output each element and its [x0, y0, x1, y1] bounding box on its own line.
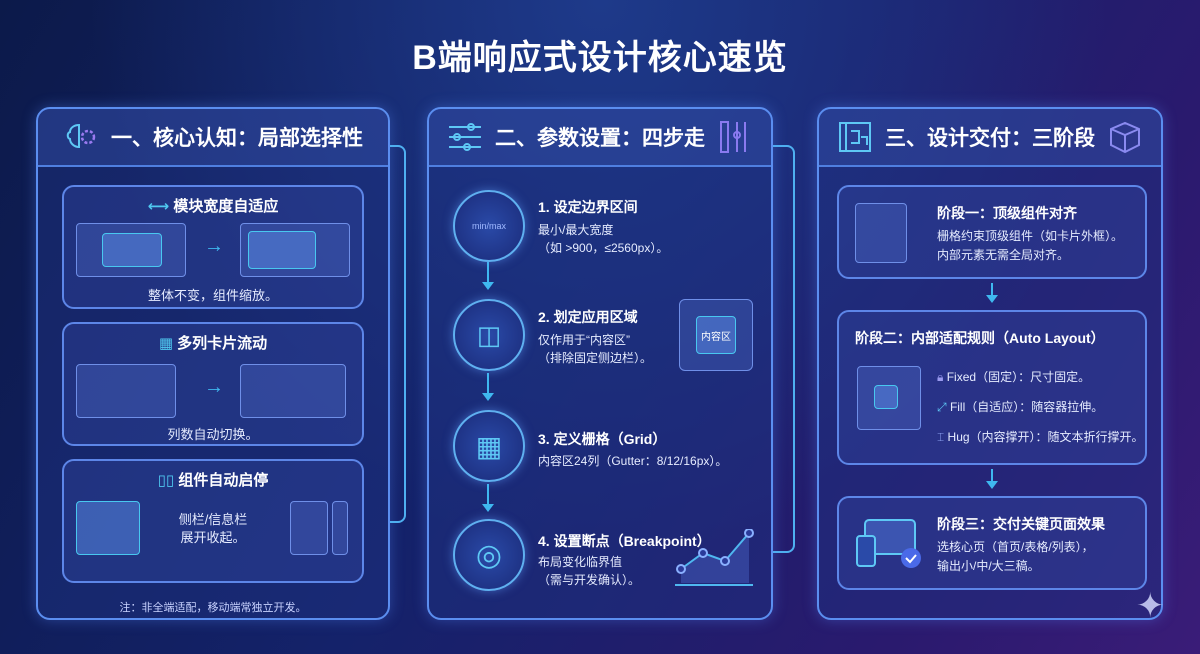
breakpoint-chart-icon — [675, 529, 754, 586]
card-title: 组件自动启停 — [178, 472, 269, 489]
panel-header: 二、参数设置：四步走 — [429, 109, 771, 167]
card-caption: 整体不变，组件缩放。 — [147, 288, 278, 303]
connector-2-3 — [773, 145, 795, 553]
step-desc: 布局变化临界值 — [538, 555, 623, 569]
panel-header: 一、核心认知：局部选择性 — [38, 109, 388, 167]
grid-ruler-icon — [855, 203, 907, 263]
card-multi-column: ▦ 多列卡片流动 → 列数自动切换。 — [62, 322, 364, 446]
devices-check-icon — [856, 519, 921, 568]
auto-layout-icon — [857, 366, 921, 430]
rule-fixed: 🔒︎ Fixed（固定）：尺寸固定。 — [937, 370, 1091, 384]
panel-delivery: 三、设计交付：三阶段 阶段一：顶级组件对齐 栅格约束顶级组件（如卡片外框）。 内… — [817, 107, 1163, 620]
stage-desc: 栅格约束顶级组件（如卡片外框）。 — [937, 229, 1124, 243]
ruler-icon — [720, 121, 746, 153]
expand-icon: ⤢ — [937, 400, 950, 414]
step-desc: 仅作用于“内容区” — [538, 333, 630, 347]
card-title: 多列卡片流动 — [177, 335, 268, 352]
target-icon: ◎ — [453, 519, 525, 591]
card-width-adaptive: ⟷ 模块宽度自适应 → 整体不变，组件缩放。 — [62, 185, 364, 309]
boundary-icon: min/max — [453, 190, 525, 262]
arrow-right-icon: → — [204, 376, 224, 398]
step-desc: 内容区24列（Gutter：8/12/16px）。 — [538, 454, 728, 468]
panel-parameters: 二、参数设置：四步走 min/max 1. 设定边界区间 最小/最大宽度 （如 … — [427, 107, 773, 620]
card-caption-2: 展开收起。 — [180, 530, 246, 545]
step-desc: （需与开发确认）。 — [538, 573, 641, 587]
rule-hug: ⌶ Hug（内容撑开）：随文本折行撑开。 — [937, 430, 1144, 444]
step-desc: （如 >900，≤2560px）。 — [538, 241, 669, 255]
step-desc: 最小/最大宽度 — [538, 223, 614, 237]
stage-3: 阶段三：交付关键页面效果 选核心页（首页/表格/列表）， 输出小/中/大三稿。 — [837, 496, 1147, 590]
stage-desc: 选核心页（首页/表格/列表）， — [937, 540, 1094, 554]
stage-1: 阶段一：顶级组件对齐 栅格约束顶级组件（如卡片外框）。 内部元素无需全局对齐。 — [837, 185, 1147, 279]
arrow-right-icon: → — [204, 235, 224, 257]
sparkle-icon: ✦ — [1136, 587, 1165, 625]
grid-icon: ▦ — [158, 335, 178, 352]
step-title: 1. 设定边界区间 — [538, 199, 638, 215]
columns-icon: ▯▯ — [157, 472, 179, 489]
layout-icon: ◫ — [453, 299, 525, 371]
panel-title: 二、参数设置：四步走 — [495, 127, 705, 150]
card-caption: 列数自动切换。 — [167, 427, 259, 442]
brain-gear-icon — [66, 123, 96, 149]
step-title: 3. 定义栅格（Grid） — [538, 431, 667, 447]
card-title: 模块宽度自适应 — [173, 198, 279, 215]
blueprint-icon — [839, 122, 871, 152]
content-area-illustration: 内容区 — [679, 299, 753, 371]
panel-header: 三、设计交付：三阶段 — [819, 109, 1161, 167]
text-wrap-icon: ⌶ — [937, 430, 948, 444]
stage-desc: 输出小/中/大三稿。 — [937, 559, 1040, 573]
package-box-icon — [1110, 121, 1140, 154]
stage-title: 阶段二：内部适配规则（Auto Layout） — [855, 330, 1105, 346]
stage-title: 阶段一：顶级组件对齐 — [937, 205, 1077, 221]
panel-title: 一、核心认知：局部选择性 — [111, 127, 363, 150]
stage-2: 阶段二：内部适配规则（Auto Layout） 🔒︎ Fixed（固定）：尺寸固… — [837, 310, 1147, 465]
rule-fill: ⤢ Fill（自适应）：随容器拉伸。 — [937, 400, 1104, 414]
card-caption: 侧栏/信息栏 — [178, 512, 248, 527]
page-title: B端响应式设计核心速览 — [412, 39, 788, 77]
stage-desc: 内部元素无需全局对齐。 — [937, 248, 1070, 262]
grid-icon: ▦ — [453, 410, 525, 482]
step-desc: （排除固定侧边栏）。 — [538, 351, 653, 365]
lock-icon: 🔒︎ — [937, 370, 947, 384]
step-title: 2. 划定应用区域 — [538, 309, 638, 325]
panel-title: 三、设计交付：三阶段 — [885, 127, 1095, 150]
sliders-icon — [449, 123, 481, 151]
step-title: 4. 设置断点（Breakpoint） — [538, 533, 711, 549]
stage-title: 阶段三：交付关键页面效果 — [937, 516, 1105, 532]
connector-1-2 — [390, 145, 406, 523]
card-auto-toggle: ▯▯ 组件自动启停 侧栏/信息栏 展开收起。 — [62, 459, 364, 583]
panel-core-concept: 一、核心认知：局部选择性 ⟷ 模块宽度自适应 → 整体不变，组件缩放。 ▦ 多列… — [36, 107, 390, 620]
arrows-horizontal-icon: ⟷ — [147, 198, 174, 215]
footnote: 注：非全端适配，移动端常独立开发。 — [119, 602, 307, 614]
